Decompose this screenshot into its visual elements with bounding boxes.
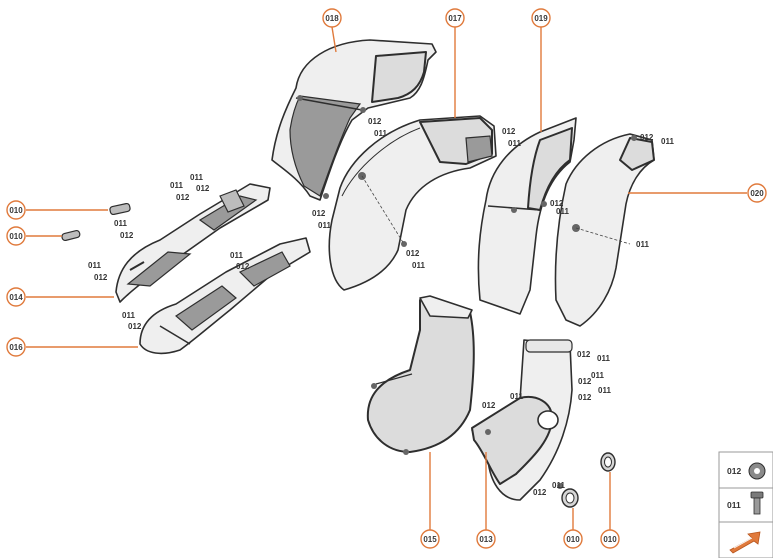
callout-015[interactable]: 015 — [420, 529, 440, 549]
part-014[interactable] — [115, 183, 271, 303]
callout-010-a[interactable]: 010 — [6, 200, 26, 220]
label-012: 012 — [577, 350, 591, 359]
label-011: 011 — [636, 240, 649, 249]
label-011: 011 — [556, 207, 569, 216]
label-012: 012 — [482, 401, 496, 410]
label-011: 011 — [661, 137, 674, 146]
part-019[interactable] — [477, 117, 577, 315]
legend-washer-code: 012 — [727, 466, 741, 476]
part-015[interactable] — [366, 295, 475, 455]
label-012: 012 — [578, 393, 592, 402]
callout-018[interactable]: 018 — [322, 8, 342, 28]
label-011: 011 — [122, 311, 135, 320]
label-011: 011 — [597, 354, 610, 363]
label-012: 012 — [533, 488, 547, 497]
label-012: 012 — [94, 273, 108, 282]
svg-text:017: 017 — [448, 14, 462, 23]
callout-010-b[interactable]: 010 — [6, 226, 26, 246]
label-011: 011 — [318, 221, 331, 230]
callout-019[interactable]: 019 — [531, 8, 551, 28]
label-012: 012 — [550, 199, 564, 208]
label-011: 011 — [88, 261, 101, 270]
label-012: 012 — [640, 133, 654, 142]
callout-014[interactable]: 014 — [6, 287, 26, 307]
callout-016[interactable]: 016 — [6, 337, 26, 357]
svg-text:020: 020 — [750, 189, 764, 198]
label-011: 011 — [508, 139, 521, 148]
svg-text:013: 013 — [479, 535, 493, 544]
part-018[interactable] — [271, 39, 437, 201]
label-012: 012 — [502, 127, 516, 136]
label-012: 012 — [128, 322, 142, 331]
callout-010-d[interactable]: 010 — [600, 529, 620, 549]
svg-text:010: 010 — [603, 535, 617, 544]
callout-017[interactable]: 017 — [445, 8, 465, 28]
next-page-arrow-icon[interactable] — [718, 521, 773, 558]
label-011: 011 — [374, 129, 387, 138]
label-011: 011 — [598, 386, 611, 395]
label-012: 012 — [236, 262, 250, 271]
fastener-labels: 012 011 012 011 012 011 012 011 012 011 … — [88, 117, 674, 497]
legend-bolt-code: 011 — [727, 500, 741, 510]
svg-text:015: 015 — [423, 535, 437, 544]
label-012: 012 — [196, 184, 210, 193]
part-020[interactable] — [554, 133, 655, 327]
label-011: 011 — [170, 181, 183, 190]
label-012: 012 — [368, 117, 382, 126]
svg-text:010: 010 — [566, 535, 580, 544]
part-010-rings[interactable] — [561, 452, 616, 508]
part-016[interactable] — [139, 237, 311, 355]
label-012: 012 — [406, 249, 420, 258]
svg-text:018: 018 — [325, 14, 339, 23]
part-010-pins[interactable] — [61, 202, 131, 242]
label-011: 011 — [190, 173, 203, 182]
callout-lines — [26, 26, 747, 530]
callout-010-c[interactable]: 010 — [563, 529, 583, 549]
callout-013[interactable]: 013 — [476, 529, 496, 549]
label-011: 011 — [412, 261, 425, 270]
part-013[interactable] — [471, 339, 573, 501]
svg-text:019: 019 — [534, 14, 548, 23]
label-011: 011 — [591, 371, 604, 380]
label-011: 011 — [510, 392, 523, 401]
svg-text:016: 016 — [9, 343, 23, 352]
bolt-icon — [750, 491, 764, 515]
part-017[interactable] — [328, 115, 497, 291]
label-012: 012 — [312, 209, 326, 218]
svg-text:010: 010 — [9, 232, 23, 241]
callout-020[interactable]: 020 — [747, 183, 767, 203]
label-011: 011 — [230, 251, 243, 260]
label-012: 012 — [578, 377, 592, 386]
label-012: 012 — [176, 193, 190, 202]
label-011: 011 — [114, 219, 127, 228]
svg-text:014: 014 — [9, 293, 23, 302]
svg-text:010: 010 — [9, 206, 23, 215]
label-011: 011 — [552, 481, 565, 490]
label-012: 012 — [120, 231, 134, 240]
washer-icon — [748, 462, 766, 480]
